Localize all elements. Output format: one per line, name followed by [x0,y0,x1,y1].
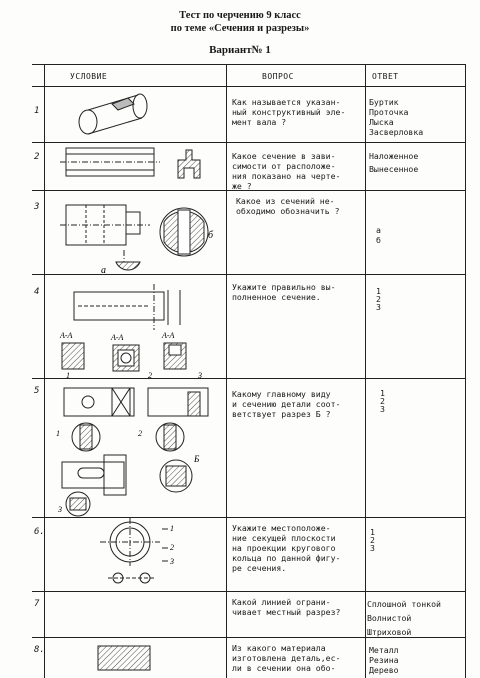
answer-options: 1 2 3 [380,389,385,413]
ring-section-drawing [100,518,168,583]
column-header-question: ВОПРОС [262,72,294,81]
answer-options: 1 2 3 [370,528,375,552]
shaft-sections-drawing [60,205,208,270]
answer-option[interactable]: а [376,225,381,235]
option-label: 3 [57,505,62,514]
option-label: 3 [197,371,202,380]
option-label: 2 [148,371,152,380]
row-number: 5 [34,386,40,396]
row-number: 7 [34,599,40,609]
question-text: Укажите местоположе- ние секущей плоскос… [232,523,341,573]
answer-option[interactable]: 2 [376,294,381,304]
question-text: Какое из сечений не- обходимо обозначить… [236,196,340,216]
part-views-drawing [62,388,208,516]
question-text: Из какого материала изготовлена деталь,е… [232,643,341,673]
option-label: 1 [170,524,174,533]
answer-options: 1 2 3 [376,287,381,311]
answer-option[interactable]: Резина [369,655,399,665]
answer-options: Металл Резина Дерево [369,645,399,675]
column-header-answer: ОТВЕТ [372,72,399,81]
answer-option[interactable]: 3 [370,543,375,553]
label-b: б [208,230,214,241]
answer-options: Сплошной тонкой Волнистой Штриховой [367,597,441,639]
column-header-condition: УСЛОВИЕ [70,72,108,81]
row-number: 4 [34,287,40,297]
label-a: а [101,265,106,276]
row-number: 6. [34,527,45,537]
answer-option[interactable]: 3 [376,302,381,312]
answer-options: а б [376,225,381,245]
answer-option[interactable]: б [376,235,381,245]
answer-option[interactable]: Наложенное [369,151,419,161]
answer-option[interactable]: 1 [380,388,385,398]
answer-option[interactable]: Сплошной тонкой [367,599,441,609]
answer-option[interactable]: 3 [380,404,385,414]
shaft-with-hole-drawing [62,284,186,371]
answer-options: Буртик Проточка Лыска Засверловка [369,97,423,137]
row-number: 8. [34,645,45,655]
hatched-section-sample [98,646,150,670]
answer-option[interactable]: Штриховой [367,627,412,637]
question-text: Какой линией ограни- чивает местный разр… [232,597,341,617]
answer-option[interactable]: Волнистой [367,613,412,623]
row-number: 1 [34,106,40,116]
row-number: 3 [34,202,40,212]
option-label: 2 [138,429,142,438]
answer-option[interactable]: 1 [370,527,375,537]
section-label: А-А [59,331,73,340]
section-label: А-А [110,333,124,342]
question-text: Какому главному виду и сечению детали со… [232,389,341,419]
variant-label: Вариант№ 1 [209,44,271,56]
shaft-with-overlaid-section [60,148,200,178]
question-text: Укажите правильно вы- полненное сечение. [232,282,336,302]
shaft-isometric-drawing [79,94,147,134]
answer-option[interactable]: Дерево [369,665,399,675]
answer-option[interactable]: 2 [370,535,375,545]
option-label: 2 [170,543,174,552]
option-label: 1 [56,429,60,438]
section-label-b: Б [193,454,200,464]
question-text: Как называется указан- ный конструктивны… [232,97,346,127]
option-label: 3 [169,557,174,566]
answer-option[interactable]: Засверловка [369,127,424,137]
answer-option[interactable]: Буртик [369,97,399,107]
answer-option[interactable]: Вынесенное [369,164,419,174]
option-label: 1 [66,371,70,380]
row-number: 2 [34,152,40,162]
answer-option[interactable]: Лыска [369,117,394,127]
answer-option[interactable]: Металл [369,645,399,655]
test-title: Тест по черчению 9 класс [179,10,301,21]
section-label: А-А [161,331,175,340]
answer-option[interactable]: 2 [380,396,385,406]
answer-options: Наложенное Вынесенное [369,150,418,176]
answer-option[interactable]: Проточка [369,107,409,117]
question-text: Какое сечение в зави- симости от располо… [232,151,341,191]
test-topic: по теме «Сечения и разрезы» [170,23,310,34]
answer-option[interactable]: 1 [376,286,381,296]
